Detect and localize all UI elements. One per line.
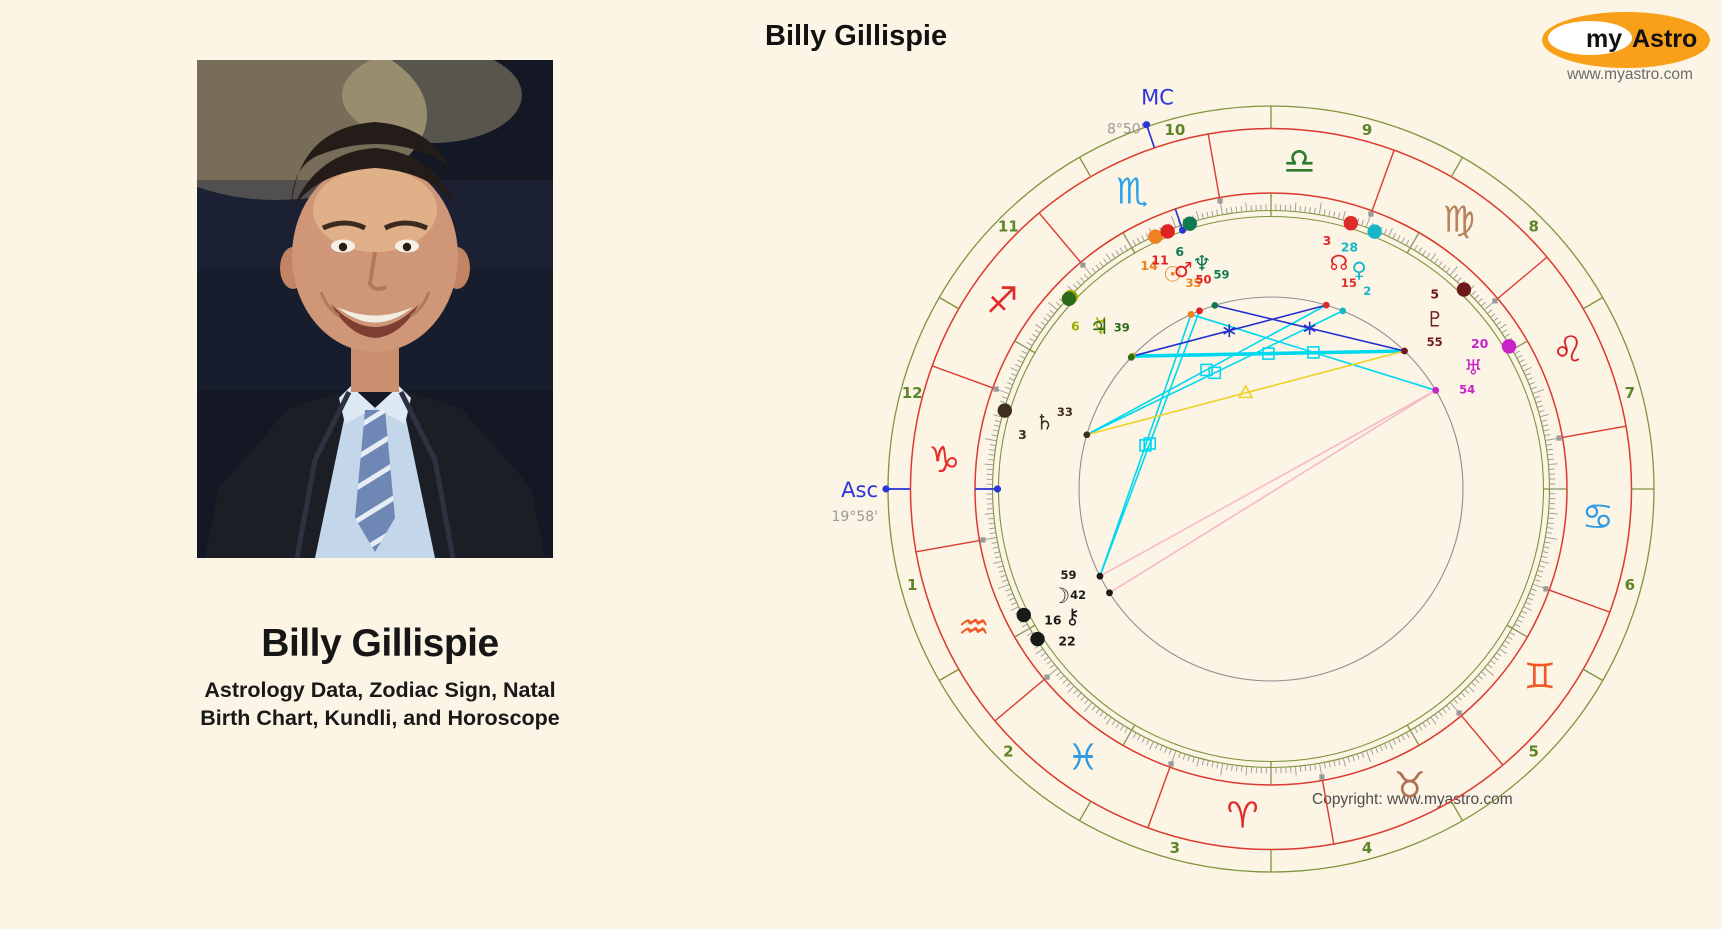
svg-text:20: 20 <box>1471 336 1489 351</box>
svg-text:♄: ♄ <box>1035 410 1054 434</box>
profile-title-block: Billy Gillispie Astrology Data, Zodiac S… <box>0 622 760 732</box>
svg-text:♀: ♀ <box>1351 258 1366 282</box>
svg-text:3: 3 <box>1018 427 1027 442</box>
svg-text:♈: ♈ <box>1226 795 1258 836</box>
svg-text:54: 54 <box>1459 382 1475 396</box>
svg-text:♉: ♉ <box>1394 766 1426 807</box>
svg-text:☊: ☊ <box>1330 251 1349 275</box>
svg-text:♇: ♇ <box>1426 307 1445 331</box>
svg-text:♂: ♂ <box>1174 258 1193 282</box>
svg-text:22: 22 <box>1058 634 1075 649</box>
profile-subtitle-line2: Birth Chart, Kundli, and Horoscope <box>0 704 760 732</box>
svg-text:3: 3 <box>1170 839 1180 857</box>
svg-text:5: 5 <box>1528 743 1538 761</box>
svg-text:8°50': 8°50' <box>1107 122 1145 138</box>
portrait-photo <box>197 60 553 558</box>
svg-text:33: 33 <box>1057 405 1073 419</box>
svg-text:♋: ♋ <box>1582 497 1614 538</box>
profile-name: Billy Gillispie <box>0 622 760 666</box>
svg-text:11: 11 <box>1151 252 1168 267</box>
svg-text:42: 42 <box>1070 588 1086 602</box>
svg-text:59: 59 <box>1213 268 1229 282</box>
svg-text:7: 7 <box>1625 384 1635 402</box>
svg-text:9: 9 <box>1362 121 1372 139</box>
svg-text:♆: ♆ <box>1193 251 1212 275</box>
svg-text:6: 6 <box>1175 244 1184 259</box>
svg-text:12: 12 <box>902 384 923 402</box>
svg-text:2: 2 <box>1003 743 1013 761</box>
svg-text:6: 6 <box>1625 576 1635 594</box>
svg-text:♑: ♑ <box>928 440 960 481</box>
profile-subtitle-line1: Astrology Data, Zodiac Sign, Natal <box>0 676 760 704</box>
svg-text:5: 5 <box>1430 287 1439 302</box>
svg-text:♎: ♎ <box>1283 142 1315 183</box>
svg-text:♐: ♐ <box>986 281 1018 322</box>
svg-text:19°58': 19°58' <box>832 509 878 525</box>
svg-text:6: 6 <box>1071 319 1080 334</box>
svg-text:♒: ♒ <box>958 607 990 648</box>
svg-text:1: 1 <box>907 576 917 594</box>
svg-text:MC: MC <box>1141 86 1174 110</box>
svg-text:♓: ♓ <box>1067 737 1099 778</box>
svg-text:⚷: ⚷ <box>1065 605 1080 629</box>
svg-text:3: 3 <box>1323 233 1332 248</box>
svg-text:16: 16 <box>1044 613 1062 628</box>
svg-text:59: 59 <box>1060 568 1076 582</box>
svg-text:♍: ♍ <box>1443 200 1475 241</box>
svg-text:2: 2 <box>1363 284 1371 298</box>
svg-text:♌: ♌ <box>1552 330 1584 371</box>
svg-text:39: 39 <box>1114 320 1130 334</box>
svg-text:11: 11 <box>998 217 1019 235</box>
svg-text:4: 4 <box>1362 839 1372 857</box>
svg-text:8: 8 <box>1528 217 1538 235</box>
svg-text:55: 55 <box>1427 335 1443 349</box>
svg-text:10: 10 <box>1164 121 1185 139</box>
svg-text:♏: ♏ <box>1116 171 1148 212</box>
svg-text:♅: ♅ <box>1464 356 1483 380</box>
svg-text:28: 28 <box>1341 239 1358 254</box>
svg-text:♊: ♊ <box>1524 656 1556 697</box>
svg-text:♃: ♃ <box>1090 315 1109 339</box>
svg-text:Asc: Asc <box>841 478 878 502</box>
